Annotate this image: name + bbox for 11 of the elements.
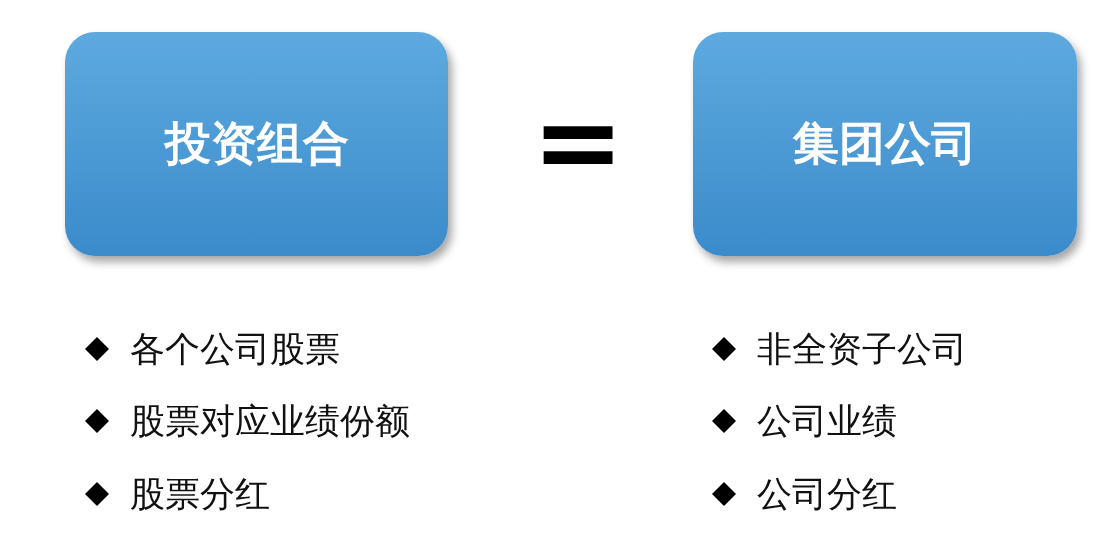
box-title: 投资组合 [164, 115, 349, 172]
list-item: 非全资子公司 [757, 329, 967, 369]
list-item: 股票分红 [130, 474, 270, 514]
list-item: 公司分红 [757, 474, 897, 514]
list-item: 各个公司股票 [130, 329, 340, 369]
box-title: 集团公司 [793, 115, 977, 172]
equals-sign: = [532, 87, 625, 197]
rounded-box [65, 32, 448, 256]
list-item: 股票对应业绩份额 [130, 401, 410, 441]
list-item: 公司业绩 [757, 401, 897, 441]
rounded-box [693, 32, 1077, 256]
